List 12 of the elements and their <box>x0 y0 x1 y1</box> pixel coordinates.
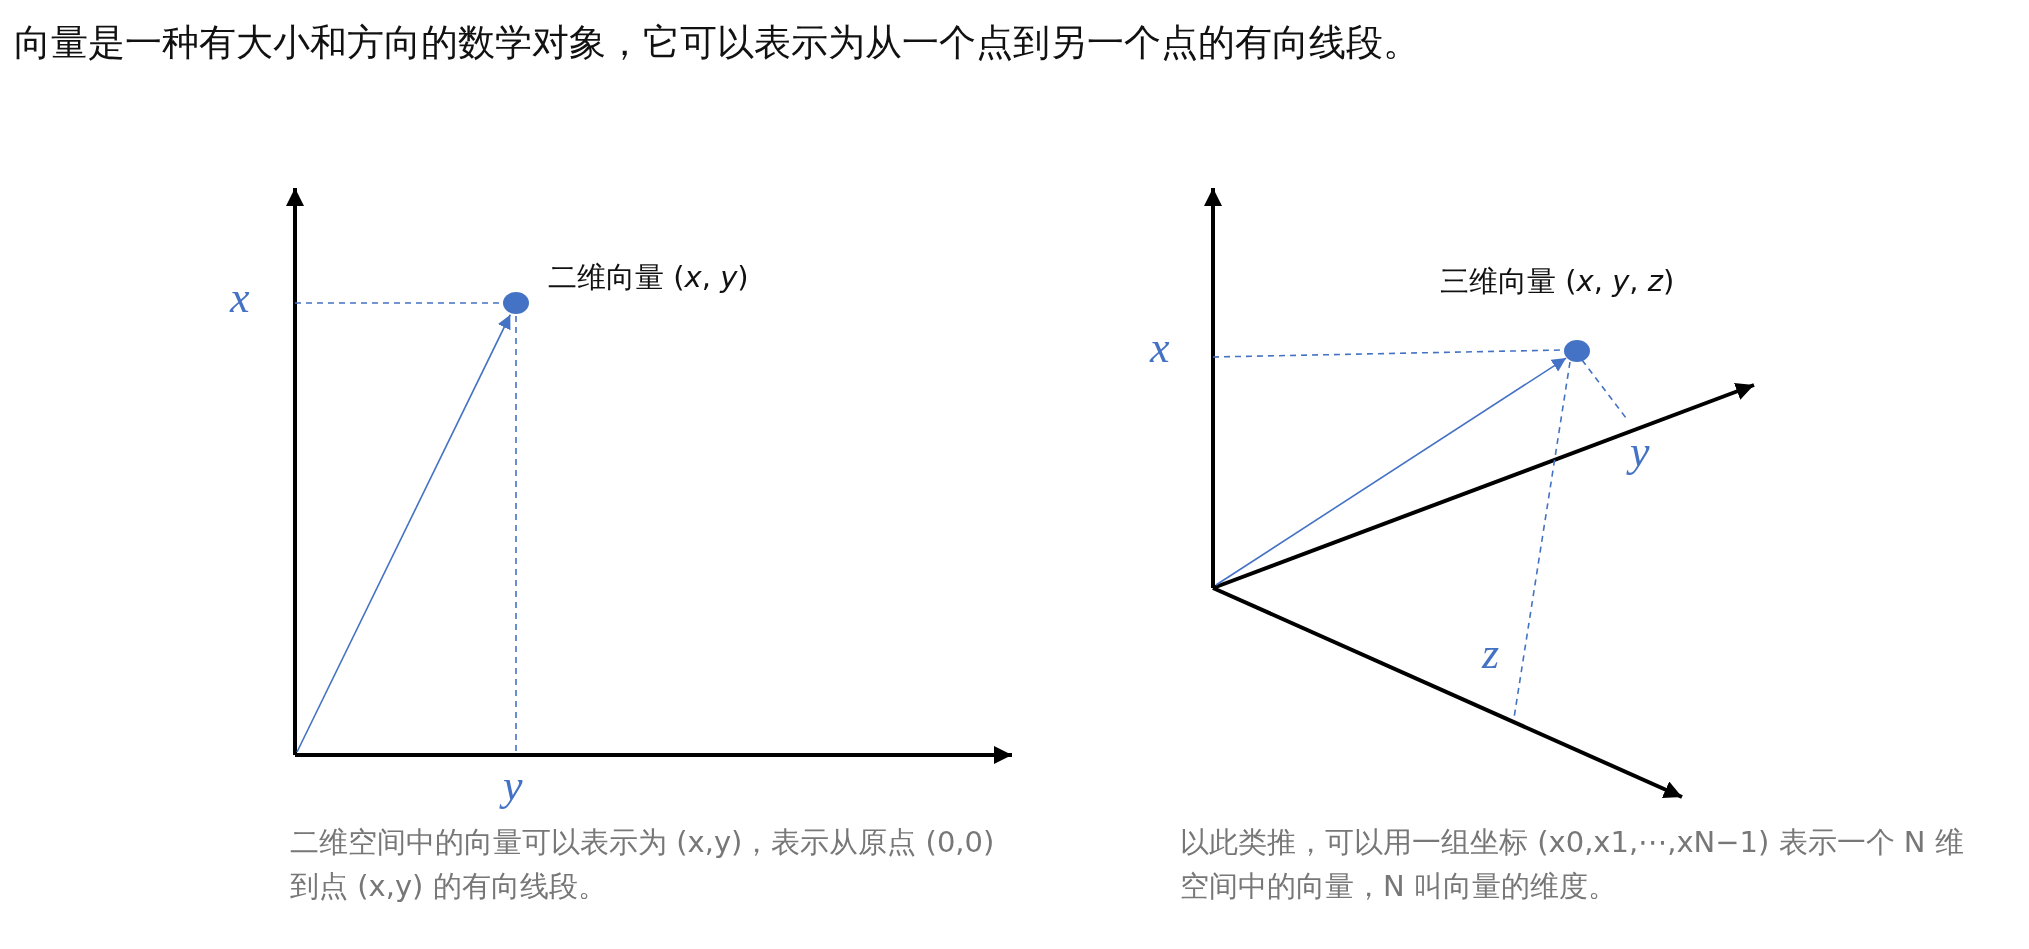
vector-label: 二维向量 (x, y) <box>548 259 749 296</box>
title-text: 向量是一种有大小和方向的数学对象，它可以表示为从一个点到另一个点的有向线段。 <box>14 20 1420 66</box>
vector-point <box>503 292 529 314</box>
vector-arrow <box>1215 357 1567 586</box>
caption-text: 以此类推，可以用一组坐标 (x0,x1,⋯,xN−1) 表示一个 N 维空间中的向量，N 叫向量的维度。 <box>1180 824 1965 905</box>
axis-label: x <box>230 276 250 320</box>
caption-text: 二维空间中的向量可以表示为 (x,y)，表示从原点 (0,0) 到点 (x,y) 的有向线段。 <box>290 824 996 905</box>
axis-label: z <box>1482 632 1500 676</box>
vector-label: 三维向量 (x, y, z) <box>1440 263 1675 300</box>
axis-label: x <box>1150 326 1170 370</box>
vector-arrow <box>296 313 512 753</box>
vector-point <box>1564 340 1590 362</box>
